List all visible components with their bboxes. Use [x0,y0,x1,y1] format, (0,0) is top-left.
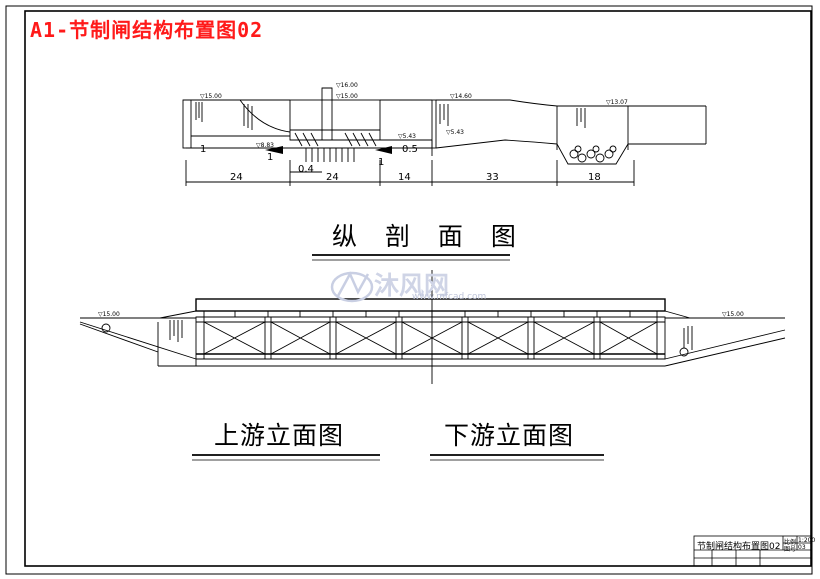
dim-label: 1 [267,152,273,163]
title-block-name: 节制闸结构布置图02 [697,542,781,552]
level-label: ▽15.00 [722,311,744,318]
dim-label: 14 [398,172,411,183]
outer-frame [5,5,813,575]
elevation-view [79,270,786,384]
level-label: ▽15.00 [200,93,222,100]
dim-label: 24 [230,172,243,183]
longitudinal-section-caption: 纵 剖 面 图 [332,222,526,251]
title-block-sheet-value: 03 [798,544,806,551]
dim-label: 18 [588,172,601,183]
drawing-title: A1-节制闸结构布置图02 [30,18,264,42]
level-label: ▽13.07 [606,99,628,106]
dim-label: 0.4 [298,164,314,175]
title-block-scale-value: 1:200 [798,537,816,544]
level-label: ▽5.43 [398,133,416,140]
level-marker [375,146,392,154]
upstream-elevation-caption: 上游立面图 [214,421,345,450]
inner-frame [24,10,812,567]
level-label: ▽8.83 [256,142,274,149]
level-label: ▽5.43 [446,129,464,136]
watermark-logo-icon [330,271,374,303]
downstream-elevation-caption: 下游立面图 [444,421,575,450]
title-block-sheet-label: 图号 [784,546,797,553]
dim-label: 33 [486,172,499,183]
level-label: ▽15.00 [336,93,358,100]
title-block [693,535,812,567]
dim-label: 1 [378,157,384,168]
longitudinal-section [182,87,707,186]
title-block-scale-label: 比例 [784,539,797,546]
dim-label: 24 [326,172,339,183]
level-label: ▽16.00 [336,82,358,89]
watermark-url: www.mfcad.com [412,292,487,302]
level-marker [265,146,283,154]
caption-underlines [192,254,604,461]
dim-label: 0.5 [402,144,418,155]
level-label: ▽15.00 [98,311,120,318]
level-label: ▽14.60 [450,93,472,100]
dim-label: 1 [200,144,206,155]
watermark-brand: 沐风网 [374,271,450,300]
